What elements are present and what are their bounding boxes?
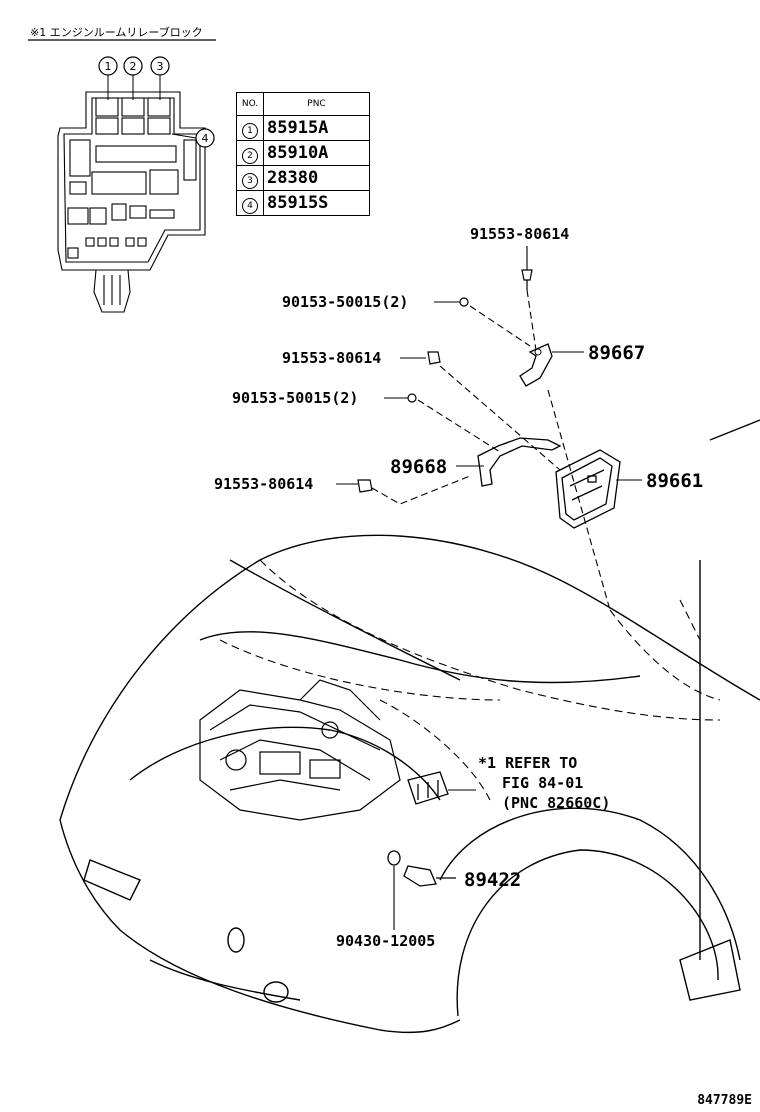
gasket-drawing	[387, 850, 401, 866]
callout-4: 4	[202, 132, 209, 145]
row-pnc: 85910A	[263, 140, 370, 166]
callout-1: 1	[105, 60, 112, 73]
row-pnc: 28380	[263, 165, 370, 191]
label-screw-a: 90153-50015(2)	[282, 293, 408, 311]
label-gasket: 90430-12005	[336, 932, 435, 950]
refer-line-3: (PNC 82660C)	[502, 794, 610, 812]
ecu-89661-drawing	[555, 449, 621, 529]
diagram-id: 847789E	[697, 1093, 752, 1108]
refer-line-2: FIG 84-01	[502, 774, 583, 792]
row-no: 3	[242, 172, 258, 189]
vehicle-dashed-lines	[219, 559, 721, 801]
label-screw-b: 90153-50015(2)	[232, 389, 358, 407]
header-no: NO.	[236, 92, 264, 116]
bracket-89668-drawing	[477, 437, 562, 487]
header-note: ※1 エンジンルームリレーブロック	[30, 25, 203, 39]
label-bracket-89667: 89667	[588, 342, 645, 364]
label-bracket-89668: 89668	[390, 456, 447, 478]
table-row: 2 85910A	[236, 140, 370, 166]
label-sensor-89422: 89422	[464, 869, 521, 891]
solid-leaders	[336, 246, 642, 930]
row-pnc: 85915S	[263, 190, 370, 216]
label-bolt-low: 91553-80614	[214, 475, 313, 493]
row-no: 2	[242, 147, 258, 164]
dashed-leaders	[371, 289, 611, 611]
callout-3: 3	[157, 60, 164, 73]
table-row: 3 28380	[236, 165, 370, 191]
callout-2: 2	[130, 60, 137, 73]
vehicle-outline	[59, 419, 760, 1034]
row-no: 4	[242, 197, 258, 214]
label-bolt-top: 91553-80614	[470, 225, 569, 243]
header-pnc: PNC	[263, 92, 370, 116]
relay-callouts: 1 2 3 4	[98, 56, 215, 148]
table-row: 1 85915A	[236, 115, 370, 141]
relay-block-drawing	[57, 91, 206, 313]
row-no: 1	[242, 122, 258, 139]
sensor-89422-drawing	[403, 865, 456, 887]
table-header-row: NO. PNC	[236, 92, 370, 116]
table-row: 4 85915S	[236, 190, 370, 216]
pnc-table: NO. PNC 1 85915A 2 85910A 3 28380 4 8591…	[236, 92, 370, 216]
bracket-89667-drawing	[519, 343, 553, 387]
refer-line-1: *1 REFER TO	[478, 754, 577, 772]
engine-drawing	[199, 679, 401, 821]
label-ecu-89661: 89661	[646, 470, 703, 492]
row-pnc: 85915A	[263, 115, 370, 141]
label-bolt-mid: 91553-80614	[282, 349, 381, 367]
relay-block-location	[407, 771, 449, 805]
